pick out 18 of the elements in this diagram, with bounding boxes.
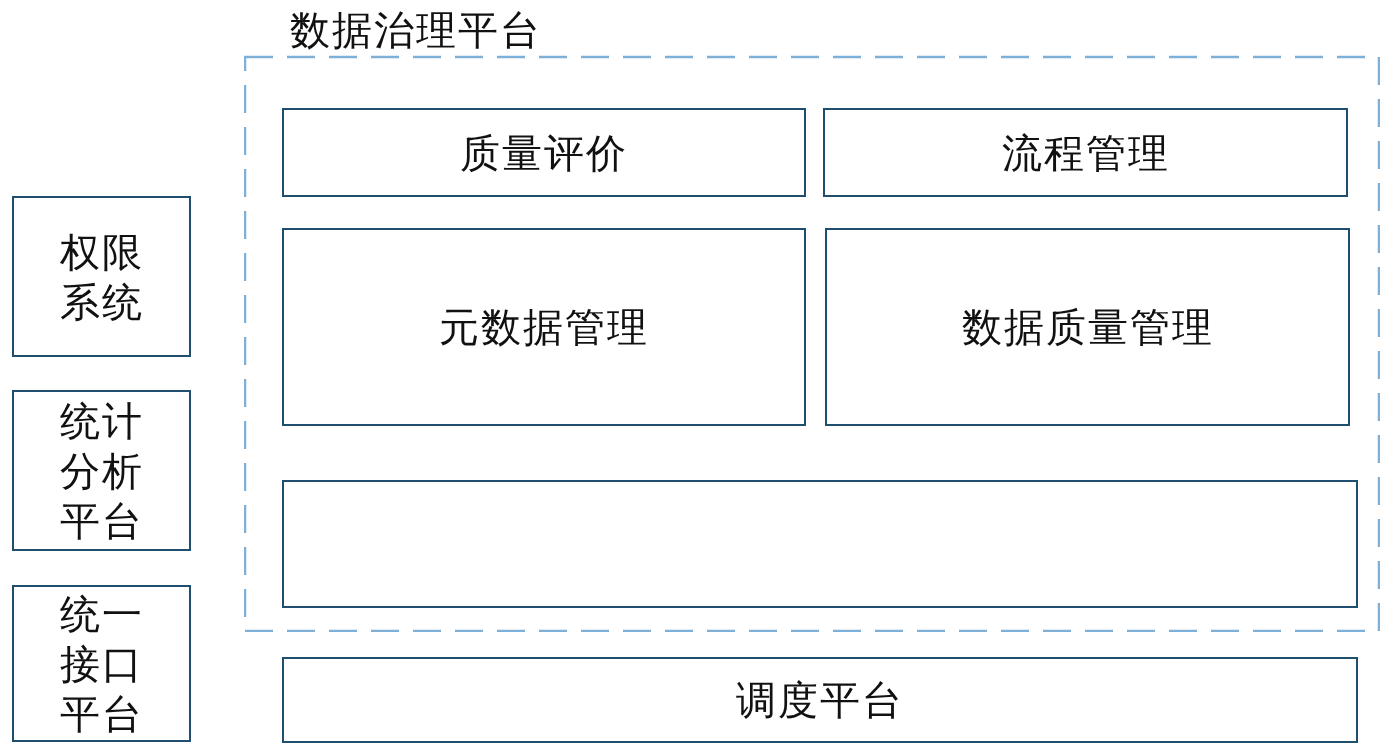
module-box [12, 585, 191, 742]
module-label: 调度平台 [736, 676, 904, 725]
module-label: 流程管理 [1001, 128, 1170, 178]
module-box [282, 108, 806, 197]
module-label: 权限系统 [58, 227, 145, 327]
module-box [282, 657, 1358, 743]
module-label: 统计分析平台 [58, 396, 145, 546]
module-label: 数据质量管理 [961, 303, 1214, 352]
module-box [12, 196, 191, 357]
module-box [825, 228, 1350, 426]
group-title: 数据治理平台 [290, 6, 542, 55]
module-label: 元数据管理 [439, 303, 649, 352]
module-box [823, 108, 1348, 197]
module-box [12, 390, 191, 551]
module-label: 统一接口平台 [58, 589, 145, 739]
module-box [282, 480, 1358, 608]
module-label: 质量评价 [460, 128, 628, 178]
module-box [282, 228, 806, 426]
